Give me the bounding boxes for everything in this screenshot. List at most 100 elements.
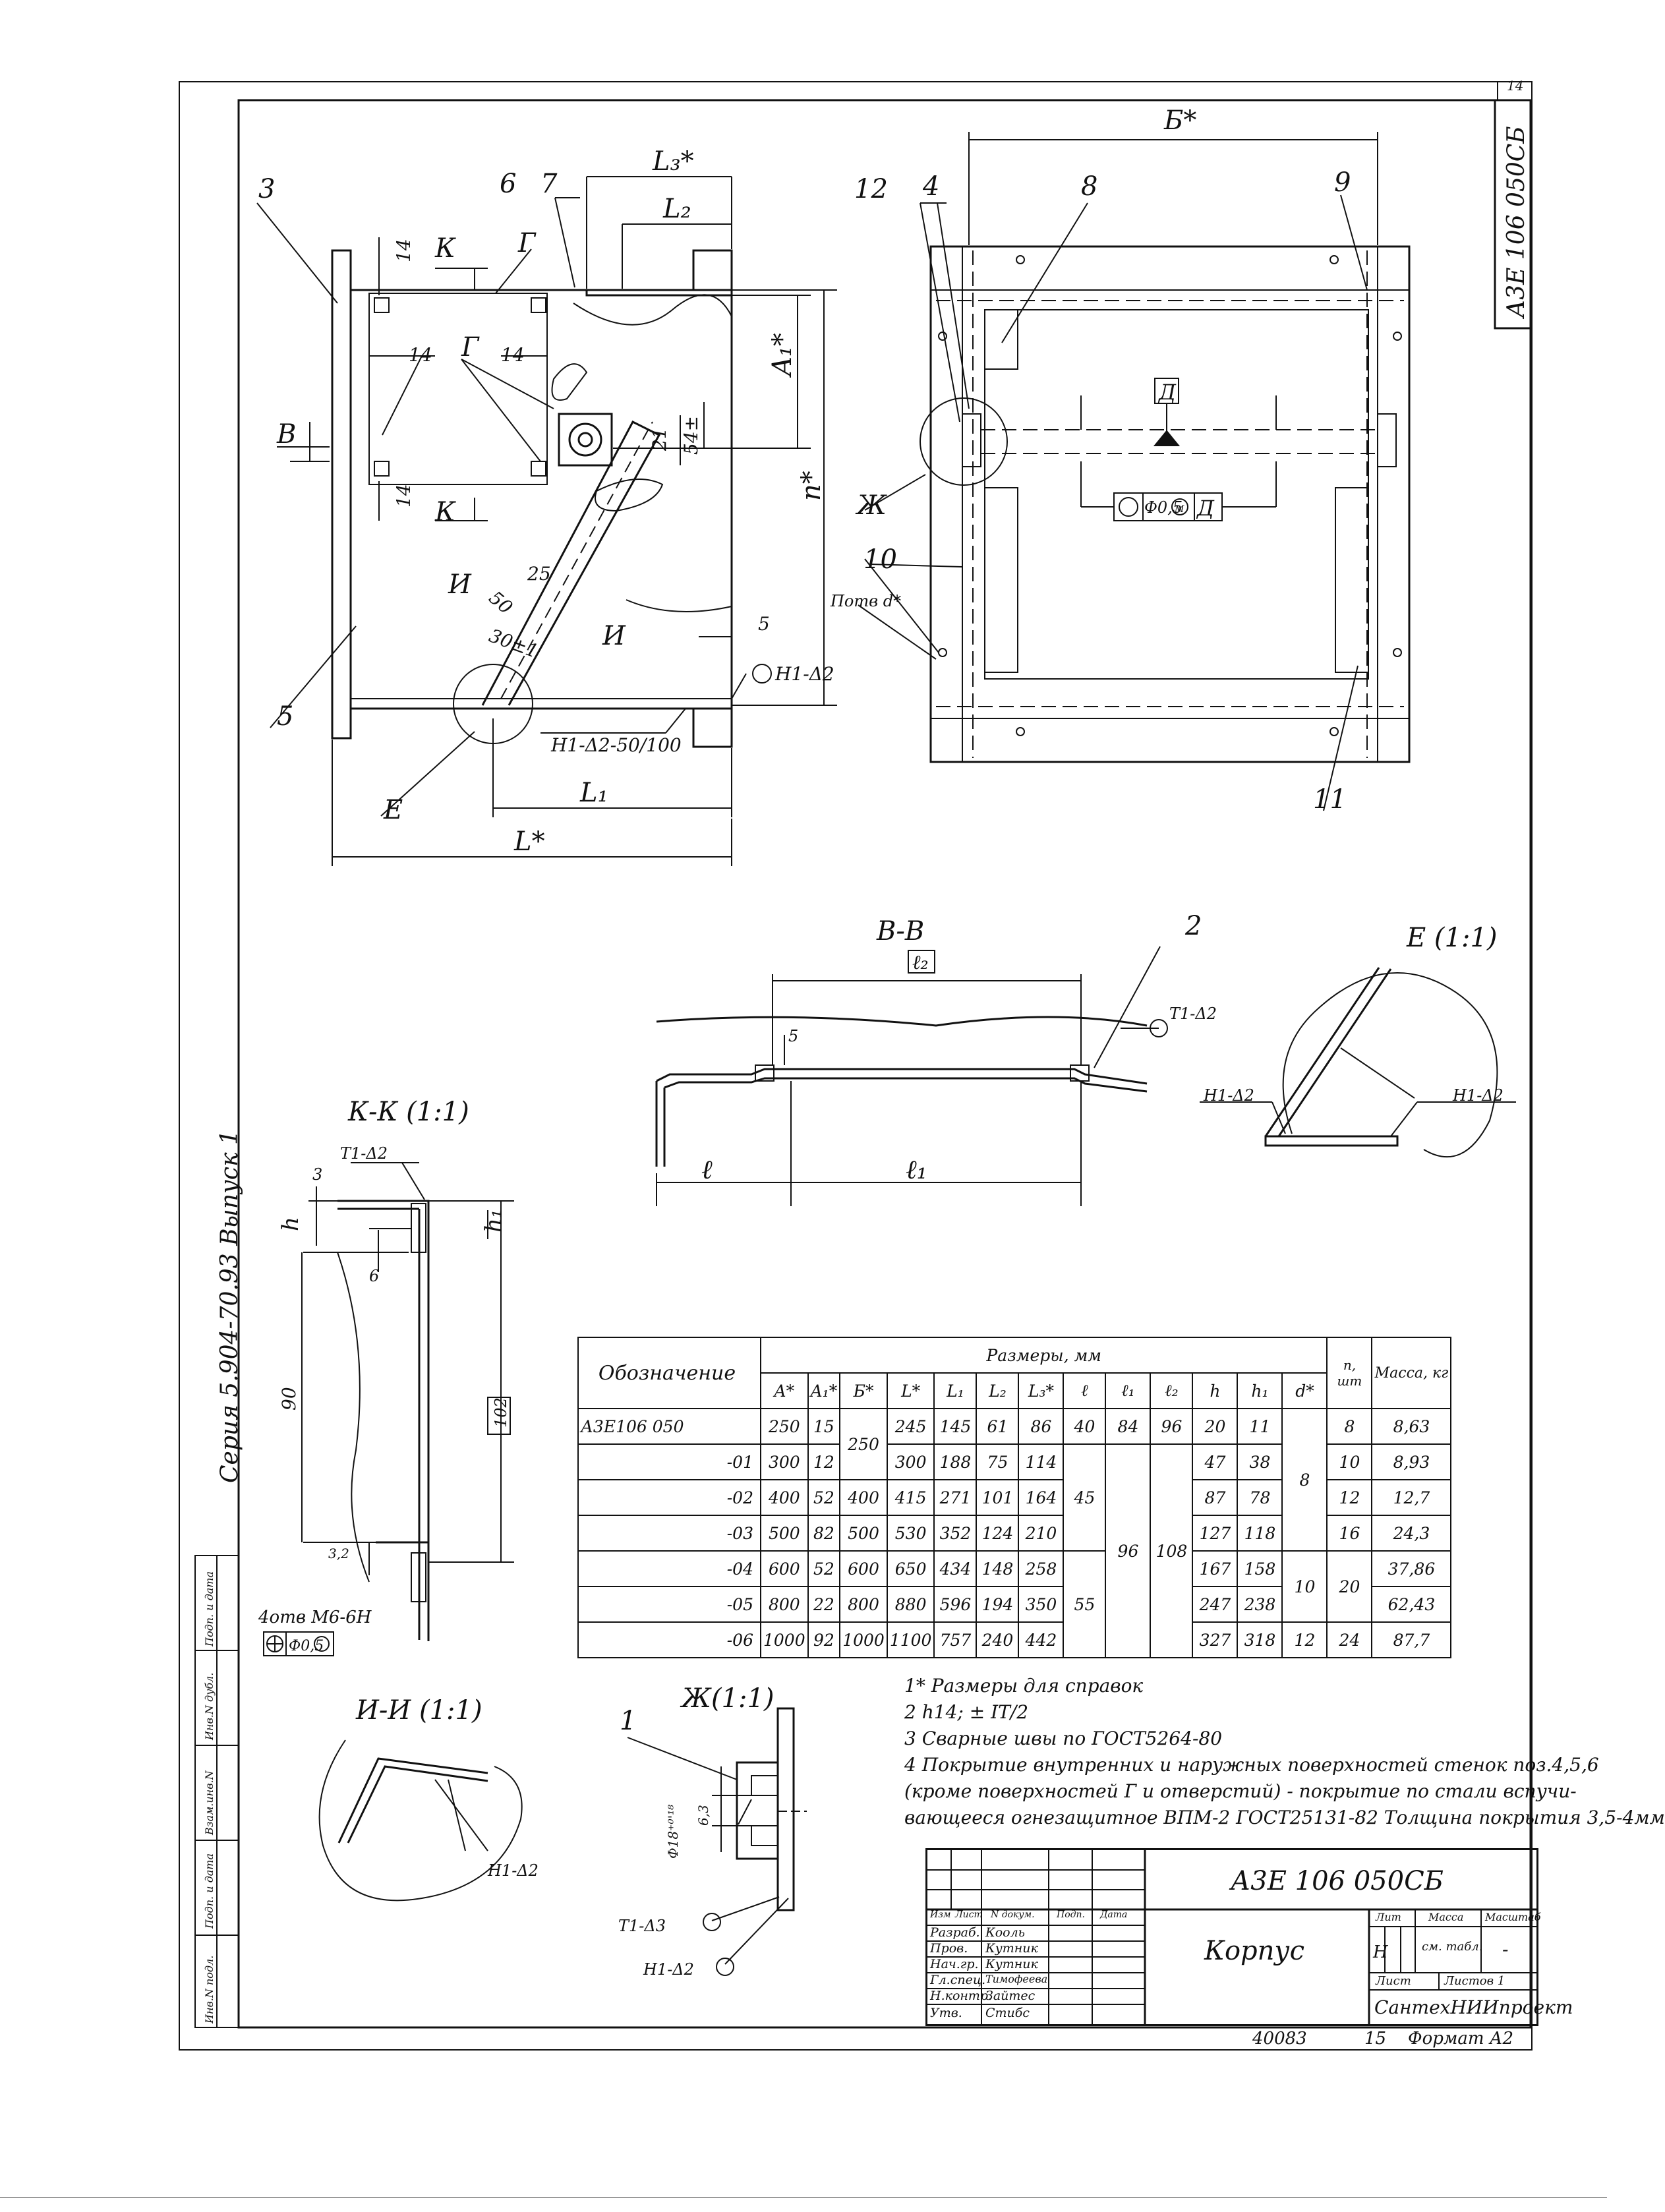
title-lit-value: Н [1373, 1942, 1388, 1962]
bottom-sheet-number: 15 [1364, 2029, 1387, 2049]
tolerance-kk: Ф0,5 [289, 1638, 324, 1654]
callout-11: 11 [1313, 784, 1347, 815]
title-sheets: Листов 1 [1444, 1974, 1505, 1988]
dim-L3: L₃* [652, 146, 694, 177]
callout-5-front: 5 [277, 701, 293, 732]
table-row: -01 300 12 300 188 75 114 45 96 108 47 3… [577, 1443, 1452, 1658]
role-6: Утв. [930, 2006, 962, 2020]
note-2: 2 h14; ± IT/2 [904, 1701, 1029, 1723]
role-1: Разраб. [930, 1925, 980, 1940]
table-header-col: L* [886, 1372, 935, 1409]
section-I-right: И [602, 621, 626, 651]
dim-14-b: 14 [409, 344, 432, 366]
dimensions-table: Обозначение Размеры, мм n, шт Масса, кг … [577, 1337, 1452, 1658]
weld-h1-ii: Н1-Δ2 [487, 1861, 539, 1880]
dim-14-d: 14 [393, 484, 415, 508]
surface-G-top: Г [517, 228, 537, 258]
role-3: Нач.гр. [930, 1957, 979, 1971]
table-row: А3Е106 050 250 15 250 245 145 61 86 40 8… [577, 1408, 1452, 1552]
table-header-col: d* [1281, 1372, 1328, 1409]
role-4: Гл.спец. [930, 1973, 986, 1987]
title-lit-header: Лит [1376, 1911, 1401, 1923]
table-header-col: L₃* [1018, 1372, 1065, 1409]
dim-L: L* [513, 827, 545, 857]
table-row: -04 600 52 600 650 434 148 258 55 167 15… [577, 1550, 1452, 1658]
weld-t1-d3: Т1-Δ3 [618, 1917, 666, 1935]
datum-D-ref: Д [1196, 496, 1215, 521]
table-header-n: n, шт [1326, 1337, 1373, 1409]
section-II: И-И (1:1) Н1-Δ2 [318, 1695, 539, 1902]
title-name: Корпус [1204, 1936, 1305, 1966]
table-row: -05 800 22 800 880 596 194 350 247 238 6… [577, 1586, 1452, 1623]
person-2: Кутник [985, 1941, 1038, 1956]
dim-l1: ℓ₁ [906, 1155, 927, 1185]
weld-h1-50-100: Н1-Δ2-50/100 [550, 734, 682, 756]
dim-3-kk: 3 [312, 1165, 322, 1184]
tolerance-M: М [1174, 504, 1184, 515]
weld-h1-front: Н1-Δ2 [774, 663, 834, 685]
note-4b: (кроме поверхностей Г и отверстий) - пок… [904, 1780, 1577, 1802]
dim-l2-boxed: ℓ₂ [912, 951, 929, 974]
dim-54: 54± [680, 416, 702, 455]
view-Zh-title: Ж(1:1) [680, 1683, 774, 1714]
title-scale-header: Масштаб [1485, 1911, 1541, 1923]
callout-1: 1 [620, 1706, 636, 1736]
surface-G-mid: Г [461, 332, 480, 363]
title-mass-value: см. табл. [1422, 1940, 1483, 1954]
front-view: 3 6 7 5 Е L₃* L₂ К Г Г В К A₁* n* L₁ L* … [256, 146, 837, 866]
callout-E: Е [383, 795, 403, 825]
person-5: Зайтес [985, 1989, 1036, 2003]
role-5: Н.контр. [930, 1989, 993, 2003]
title-col-list: Лист [955, 1909, 983, 1920]
callout-7: 7 [540, 169, 558, 199]
dim-L2: L₂ [662, 194, 691, 224]
table-row: -03 500 82 500 530 352 124 210 127 118 1… [577, 1515, 1452, 1552]
view-Zh: Ж(1:1) 1 Ф18⁺⁰'¹⁸ 6,3 Т1-Δ3 Н1-Δ2 [618, 1683, 807, 1979]
dim-21: 21 [649, 427, 670, 451]
callout-9: 9 [1334, 167, 1351, 198]
title-sheet: Лист [1376, 1974, 1411, 1988]
section-BB: В-В 2 ℓ₂ ℓ ℓ₁ 5 Т1-Δ2 [655, 911, 1217, 1206]
callout-4: 4 [922, 171, 939, 202]
title-scale-value: - [1502, 1938, 1509, 1960]
dim-6-3: 6,3 [695, 1805, 711, 1826]
weld-h1-e-right: Н1-Δ2 [1452, 1086, 1504, 1105]
dim-3-2: 3,2 [328, 1546, 349, 1561]
note-4c: вающееся огнезащитное ВПМ-2 ГОСТ25131-82… [904, 1807, 1665, 1828]
dim-B-star: Б* [1163, 105, 1196, 136]
drawing-frame [0, 81, 1607, 2198]
table-header-col: A* [760, 1372, 809, 1409]
view-E-title: Е (1:1) [1406, 923, 1498, 953]
callout-10: 10 [863, 544, 897, 575]
dim-5: 5 [758, 613, 770, 635]
dim-h: h [278, 1217, 304, 1231]
person-3: Кутник [985, 1957, 1038, 1971]
table-header-col: ℓ [1063, 1372, 1107, 1409]
section-K-bottom: К [434, 497, 456, 527]
holes-m6: 4отв М6-6Н [258, 1608, 372, 1627]
table-row: -02 400 52 400 415 271 101 164 87 78 12 … [577, 1479, 1452, 1516]
table-header-col: L₁ [933, 1372, 978, 1409]
table-header-col: h [1192, 1372, 1239, 1409]
callout-3: 3 [258, 174, 275, 204]
page-stamp-number: 14 [1507, 78, 1524, 94]
callout-Zh: Ж [855, 490, 887, 521]
table-header-group: Размеры, мм [759, 1337, 1328, 1374]
title-col-podp: Подп. [1057, 1909, 1085, 1920]
weld-h1-zh: Н1-Δ2 [643, 1960, 694, 1979]
inventory-number: 40083 [1252, 2029, 1307, 2049]
person-1: Кооль [985, 1925, 1026, 1940]
position-tolerance: Ф0,5 [1144, 498, 1183, 517]
dim-18: Ф18⁺⁰'¹⁸ [665, 1805, 681, 1859]
table-header-name: Обозначение [577, 1337, 761, 1409]
section-B-marker: В [276, 419, 296, 450]
title-block: А3Е 106 050СБ Корпус Изм Лист N докум. П… [925, 1848, 1573, 2026]
dim-6-kk: 6 [369, 1267, 379, 1285]
dim-25: 25 [527, 563, 551, 585]
person-6: Стибс [985, 2006, 1030, 2020]
dim-n: n* [796, 471, 827, 501]
dim-14-c: 14 [501, 344, 525, 366]
title-organization: СантехНИИпроект [1374, 1996, 1573, 2018]
table-header-col: h₁ [1237, 1372, 1283, 1409]
dim-90: 90 [278, 1387, 300, 1411]
